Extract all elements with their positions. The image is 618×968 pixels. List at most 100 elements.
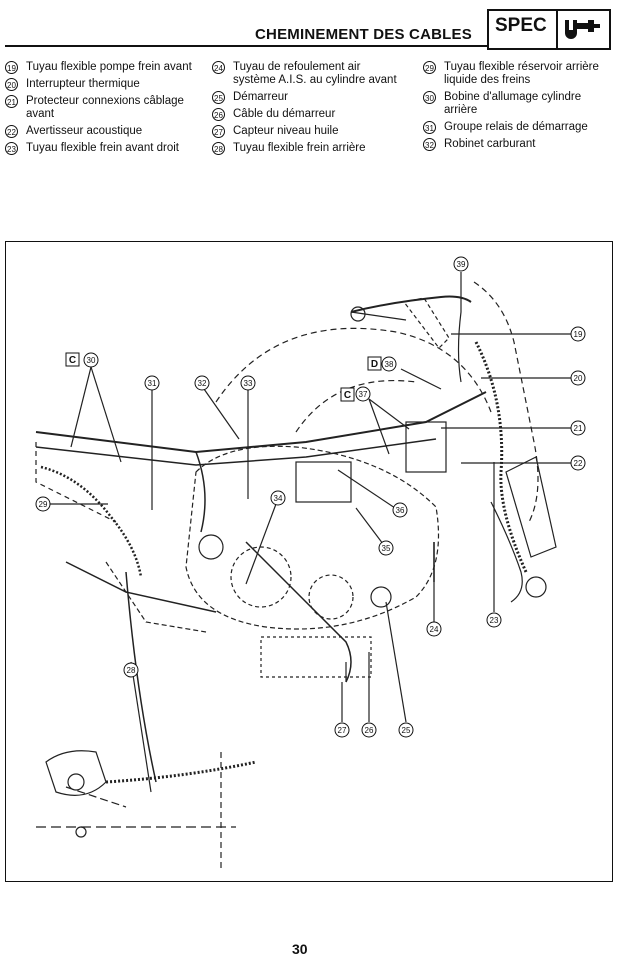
callout-20: 20 bbox=[570, 370, 586, 386]
svg-text:32: 32 bbox=[198, 379, 207, 388]
callout-30: 30 bbox=[83, 352, 99, 368]
legend-item: 28 Tuyau flexible frein arrière bbox=[212, 142, 402, 155]
svg-text:26: 26 bbox=[365, 726, 374, 735]
boxed-letter-c: C bbox=[65, 352, 80, 367]
callout-33: 33 bbox=[240, 375, 256, 391]
callout-24: 24 bbox=[426, 621, 442, 637]
legend-text: Bobine d'allumage cylindre arrière bbox=[444, 91, 582, 116]
boxed-letter-d: D bbox=[367, 356, 382, 371]
svg-text:36: 36 bbox=[396, 506, 405, 515]
page-title: CHEMINEMENT DES CABLES bbox=[255, 26, 472, 43]
callout-19: 19 bbox=[570, 326, 586, 342]
header-rule bbox=[5, 45, 489, 47]
svg-text:29: 29 bbox=[39, 500, 48, 509]
legend-number: 30 bbox=[423, 91, 436, 104]
callout-28: 28 bbox=[123, 662, 139, 678]
legend-item: 32 Robinet carburant bbox=[423, 138, 613, 151]
svg-text:28: 28 bbox=[127, 666, 136, 675]
callout-34: 34 bbox=[270, 490, 286, 506]
callout-23: 23 bbox=[486, 612, 502, 628]
legend-number: 20 bbox=[5, 78, 18, 91]
svg-text:25: 25 bbox=[402, 726, 411, 735]
legend-item: 19 Tuyau flexible pompe frein avant bbox=[5, 61, 205, 74]
svg-text:39: 39 bbox=[457, 260, 466, 269]
svg-text:34: 34 bbox=[274, 494, 283, 503]
svg-text:37: 37 bbox=[359, 390, 368, 399]
legend-number: 21 bbox=[5, 95, 18, 108]
legend-text: Tuyau flexible réservoir arrière liquide… bbox=[444, 61, 599, 86]
legend-item: 26 Câble du démarreur bbox=[212, 108, 402, 121]
legend-number: 22 bbox=[5, 125, 18, 138]
legend-item: 29 Tuyau flexible réservoir arrière liqui… bbox=[423, 61, 613, 87]
legend-text: Groupe relais de démarrage bbox=[444, 121, 588, 133]
legend-number: 28 bbox=[212, 142, 225, 155]
badge-divider bbox=[556, 11, 558, 48]
callout-37: 37 bbox=[355, 386, 371, 402]
cable-routing-diagram: 39 19 20 21 22 23 24 25 26 27 28 29 30 3… bbox=[35, 256, 586, 872]
legend-number: 29 bbox=[423, 61, 436, 74]
callout-39: 39 bbox=[453, 256, 469, 272]
svg-text:24: 24 bbox=[430, 625, 439, 634]
svg-text:19: 19 bbox=[574, 330, 583, 339]
legend-item: 31 Groupe relais de démarrage bbox=[423, 121, 613, 134]
svg-text:31: 31 bbox=[148, 379, 157, 388]
legend-item: 22 Avertisseur acoustique bbox=[5, 125, 205, 138]
svg-text:35: 35 bbox=[382, 544, 391, 553]
svg-text:33: 33 bbox=[244, 379, 253, 388]
legend-text: Protecteur connexions câblage avant bbox=[26, 95, 184, 120]
legend-number: 32 bbox=[423, 138, 436, 151]
boxed-letter-c: C bbox=[340, 387, 355, 402]
diagram-frame: 39 19 20 21 22 23 24 25 26 27 28 29 30 3… bbox=[5, 241, 613, 882]
callout-22: 22 bbox=[570, 455, 586, 471]
svg-text:23: 23 bbox=[490, 616, 499, 625]
callout-31: 31 bbox=[144, 375, 160, 391]
svg-text:C: C bbox=[69, 355, 76, 366]
svg-text:20: 20 bbox=[574, 374, 583, 383]
legend-text: Tuyau flexible frein arrière bbox=[233, 142, 366, 154]
callout-36: 36 bbox=[392, 502, 408, 518]
svg-text:C: C bbox=[344, 390, 351, 401]
legend-column-3: 29 Tuyau flexible réservoir arrière liqui… bbox=[423, 61, 613, 155]
spec-badge: SPEC bbox=[487, 9, 611, 50]
legend-number: 24 bbox=[212, 61, 225, 74]
callout-38: 38 bbox=[381, 356, 397, 372]
legend-text: Capteur niveau huile bbox=[233, 125, 339, 137]
spec-label: SPEC bbox=[495, 15, 547, 36]
callout-27: 27 bbox=[334, 722, 350, 738]
legend-number: 26 bbox=[212, 108, 225, 121]
legend-number: 25 bbox=[212, 91, 225, 104]
legend-text: Câble du démarreur bbox=[233, 108, 336, 120]
callout-25: 25 bbox=[398, 722, 414, 738]
callout-29: 29 bbox=[35, 496, 51, 512]
legend-number: 19 bbox=[5, 61, 18, 74]
legend-text: Tuyau de refoulement air système A.I.S. … bbox=[233, 61, 397, 86]
legend-text: Démarreur bbox=[233, 91, 288, 103]
legend-item: 25 Démarreur bbox=[212, 91, 402, 104]
legend-item: 27 Capteur niveau huile bbox=[212, 125, 402, 138]
legend-column-2: 24 Tuyau de refoulement air système A.I.S… bbox=[212, 61, 402, 159]
legend-item: 24 Tuyau de refoulement air système A.I.S… bbox=[212, 61, 402, 87]
svg-text:D: D bbox=[371, 359, 378, 370]
svg-text:21: 21 bbox=[574, 424, 583, 433]
callout-21: 21 bbox=[570, 420, 586, 436]
svg-text:27: 27 bbox=[338, 726, 347, 735]
legend-item: 21 Protecteur connexions câblage avant bbox=[5, 95, 205, 121]
page-number: 30 bbox=[292, 941, 308, 957]
caliper-icon bbox=[565, 20, 600, 39]
legend-number: 31 bbox=[423, 121, 436, 134]
legend-text: Tuyau flexible pompe frein avant bbox=[26, 61, 192, 73]
legend-number: 27 bbox=[212, 125, 225, 138]
callout-26: 26 bbox=[361, 722, 377, 738]
legend-item: 30 Bobine d'allumage cylindre arrière bbox=[423, 91, 613, 117]
legend-number: 23 bbox=[5, 142, 18, 155]
legend-text: Avertisseur acoustique bbox=[26, 125, 143, 137]
svg-text:38: 38 bbox=[385, 360, 394, 369]
legend-text: Robinet carburant bbox=[444, 138, 536, 150]
callout-32: 32 bbox=[194, 375, 210, 391]
callout-35: 35 bbox=[378, 540, 394, 556]
svg-text:22: 22 bbox=[574, 459, 583, 468]
svg-text:30: 30 bbox=[87, 356, 96, 365]
